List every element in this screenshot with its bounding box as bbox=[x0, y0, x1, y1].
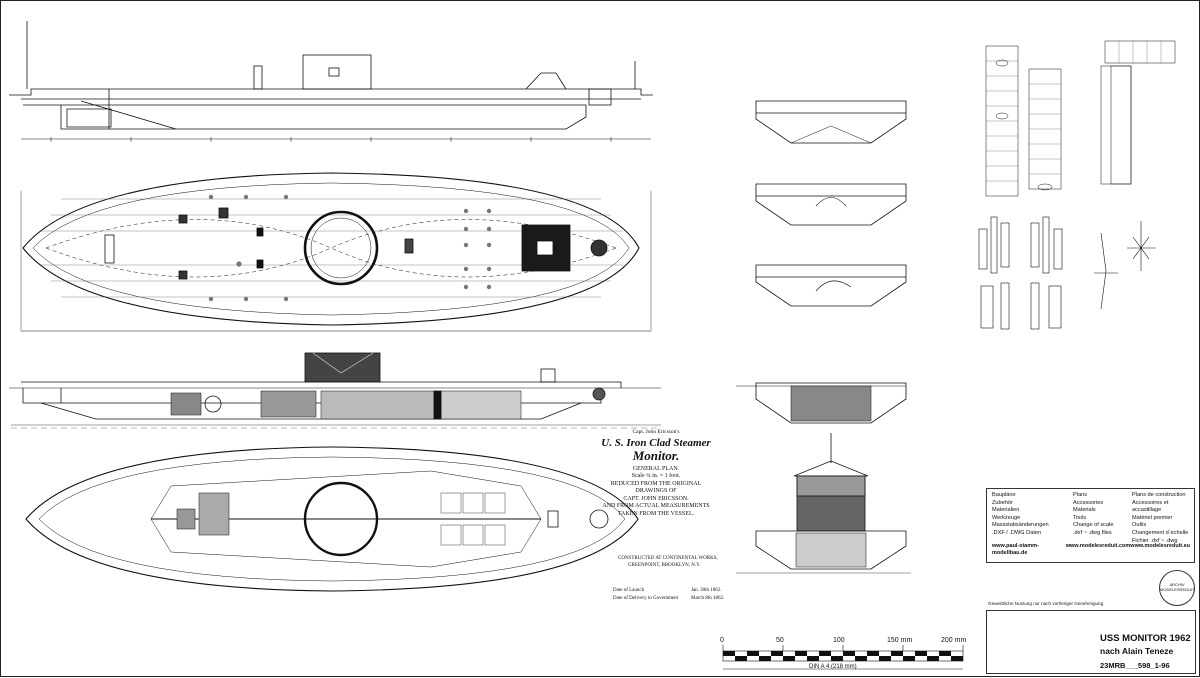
scale-tick-50: 50 bbox=[776, 637, 784, 644]
legend-col-fr: Plans de construction Accessoires et acc… bbox=[1132, 492, 1194, 545]
scale-caption: DIN A 4 (218 mm) bbox=[809, 664, 857, 670]
legend-col-de: Baupläne Zubehör Materialien Werkzeuge M… bbox=[992, 492, 1049, 538]
title-block-author: nach Alain Teneze bbox=[1100, 646, 1174, 656]
legend-en-3: Tools bbox=[1073, 514, 1087, 521]
constructed-line-1: GREENPOINT, BROOKLYN, N.Y. bbox=[628, 562, 701, 568]
constructed-line-0: CONSTRUCTED AT CONTINENTAL WORKS, bbox=[618, 556, 718, 561]
caption-header: Capt. John Ericsson's bbox=[632, 429, 680, 435]
legend-fr-3: Outils bbox=[1132, 522, 1147, 529]
url-modelesreduit-com[interactable]: www.modelesreduit.com bbox=[1065, 542, 1131, 549]
stamp-line-1: MODELESREDUIT bbox=[1160, 587, 1195, 592]
plan-caption: Capt. John Ericsson's U. S. Iron Clad St… bbox=[601, 429, 711, 518]
legend-de-2: Materialien bbox=[992, 507, 1020, 514]
parts-layout bbox=[985, 40, 1176, 197]
machinery-section bbox=[736, 382, 907, 424]
title-block-number: 23MRB___598_1-96 bbox=[1100, 661, 1170, 670]
launch-date: Jan. 30th 1862. bbox=[691, 588, 722, 593]
legend-de-5: .DXF / .DWG Daten bbox=[992, 529, 1042, 536]
legend-fr-4: Changement d´echelle bbox=[1132, 529, 1189, 536]
turret-section bbox=[736, 433, 911, 574]
legend-en-1: Accessories bbox=[1073, 499, 1104, 506]
caption-reduced-1: CAPT. JOHN ERICSSON. bbox=[623, 495, 689, 502]
url-paul-stamm[interactable]: www.paul-stamm-modellbau.de bbox=[992, 542, 1039, 557]
legend-en-0: Plans bbox=[1073, 492, 1087, 498]
legend-urls: www.paul-stamm-modellbau.de www.modelesr… bbox=[992, 543, 1190, 558]
title-block: USS MONITOR 1962 nach Alain Teneze 23MRB… bbox=[986, 610, 1196, 674]
usage-note: Gewerbliche Nutzung nur nach vorheriger … bbox=[988, 601, 1104, 606]
stamp-line-0: ARCHIV bbox=[1169, 582, 1185, 587]
legend-de-0: Baupläne bbox=[992, 492, 1016, 498]
legend-en-2: Materials bbox=[1073, 507, 1096, 514]
caption-title-line1: U. S. Iron Clad Steamer bbox=[601, 436, 711, 449]
deck-plan bbox=[20, 172, 652, 332]
legend-col-en: Plans Accessories Materials Tools Change… bbox=[1073, 492, 1113, 538]
legend-fr-2: Matériel premier bbox=[1132, 514, 1173, 521]
gun-carriages bbox=[978, 216, 1156, 330]
side-profile-top bbox=[9, 21, 653, 142]
title-block-ship: USS MONITOR 1962 bbox=[1100, 633, 1191, 644]
scale-tick-0: 0 bbox=[720, 637, 724, 644]
url-modelesreduit-eu[interactable]: www.modelesreduit.eu bbox=[1130, 542, 1190, 549]
caption-plan: GENERAL PLAN. bbox=[632, 465, 680, 472]
legend-fr-1: Accessoires et accastillage bbox=[1132, 499, 1169, 514]
lower-deck-plan bbox=[25, 446, 639, 592]
legend-table: Baupläne Zubehör Materialien Werkzeuge M… bbox=[986, 488, 1195, 563]
caption-reduced-3: TAKEN FROM THE VESSEL. bbox=[617, 510, 695, 517]
legend-de-4: Massstabsänderungen bbox=[992, 522, 1049, 529]
constructed-note: CONSTRUCTED AT CONTINENTAL WORKS, GREENP… bbox=[618, 556, 718, 569]
archive-stamp: ARCHIV MODELESREDUIT bbox=[1159, 570, 1195, 606]
legend-fr-5: Fichier .dxf ~ .dwg bbox=[1132, 537, 1178, 544]
delivery-label: Date of Delivery to Government bbox=[613, 596, 678, 601]
legend-de-3: Werkzeuge bbox=[992, 514, 1021, 521]
scale-tick-200: 200 mm bbox=[941, 637, 967, 644]
legend-en-5: .dxf ~ .dwg files bbox=[1073, 529, 1112, 536]
caption-scale: Scale ¼ in. = 1 foot. bbox=[631, 473, 681, 479]
caption-reduced-0: REDUCED FROM THE ORIGINAL DRAWINGS OF bbox=[610, 480, 702, 495]
legend-fr-0: Plans de construction bbox=[1132, 492, 1186, 498]
scale-tick-150: 150 mm bbox=[887, 637, 913, 644]
legend-en-4: Change of scale bbox=[1073, 522, 1114, 529]
scale-bar bbox=[722, 645, 964, 670]
scale-tick-100: 100 bbox=[833, 637, 845, 644]
delivery-date: March 8th 1862. bbox=[691, 596, 725, 601]
launch-label: Date of Launch bbox=[613, 588, 645, 593]
caption-reduced-2: AND FROM ACTUAL MEASUREMENTS bbox=[602, 503, 710, 509]
inboard-profile bbox=[9, 352, 661, 429]
cross-sections bbox=[755, 100, 907, 307]
caption-title-line2: Monitor. bbox=[632, 447, 680, 463]
legend-de-1: Zubehör bbox=[992, 499, 1013, 506]
